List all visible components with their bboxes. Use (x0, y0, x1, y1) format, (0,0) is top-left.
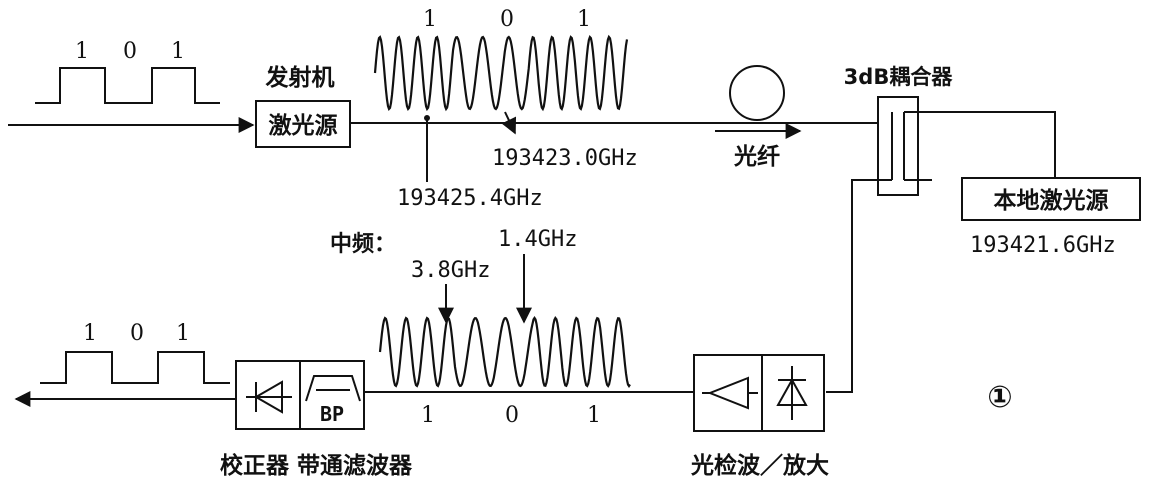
local-laser-freq: 193421.6GHz (970, 233, 1116, 258)
freq-zero-pointer (501, 111, 517, 135)
local-laser-label: 本地激光源 (994, 187, 1109, 214)
input-bit-3: 1 (171, 39, 185, 64)
freq-one-dot (424, 115, 430, 121)
output-pulse-train (40, 351, 230, 384)
coupler-to-detector-line (826, 179, 866, 393)
transmitter-title: 发射机 (265, 64, 335, 91)
laser-source-label: 激光源 (269, 112, 338, 139)
if-waveform (378, 316, 631, 388)
output-bit-2: 0 (130, 321, 144, 346)
bandpass-shape-icon (305, 375, 361, 402)
bp-filter-box (299, 360, 365, 430)
detector-box (693, 354, 825, 432)
optical-fsk-waveform (373, 34, 629, 112)
input-bit-1: 1 (75, 39, 89, 64)
input-pulse-train (35, 67, 220, 104)
optical-bit-1: 1 (423, 7, 437, 32)
coupler-label: 3dB耦合器 (844, 65, 954, 89)
if-bit-3: 1 (587, 403, 601, 428)
rectifier-box (235, 360, 301, 430)
amplifier-icon (702, 376, 758, 410)
fiber-coil (729, 65, 785, 121)
if-freq-one-label: 3.8GHz (411, 258, 490, 283)
local-laser-box (961, 177, 1141, 221)
detector-label: 光检波／放大 (690, 452, 829, 479)
if-freq-zero-label: 1.4GHz (498, 227, 577, 252)
input-bit-2: 0 (123, 39, 137, 64)
optical-bit-2: 0 (500, 7, 514, 32)
freq-one-label: 193425.4GHz (397, 186, 543, 211)
output-bit-3: 1 (176, 321, 190, 346)
figure-number: ① (987, 380, 1012, 415)
diode-icon (246, 380, 292, 414)
fiber-label: 光纤 (733, 143, 780, 170)
receiver-label: 校正器 带通滤波器 (220, 452, 413, 479)
if-bit-1: 1 (421, 403, 435, 428)
optical-bit-3: 1 (577, 7, 591, 32)
if-title: 中频： (330, 232, 396, 257)
local-laser-link (932, 111, 1056, 178)
output-bit-1: 1 (83, 321, 97, 346)
coupler-box (877, 96, 919, 196)
freq-zero-label: 193423.0GHz (492, 146, 638, 171)
bp-text: BP (320, 402, 344, 426)
if-bit-2: 0 (505, 403, 519, 428)
photodiode-icon (776, 366, 808, 420)
